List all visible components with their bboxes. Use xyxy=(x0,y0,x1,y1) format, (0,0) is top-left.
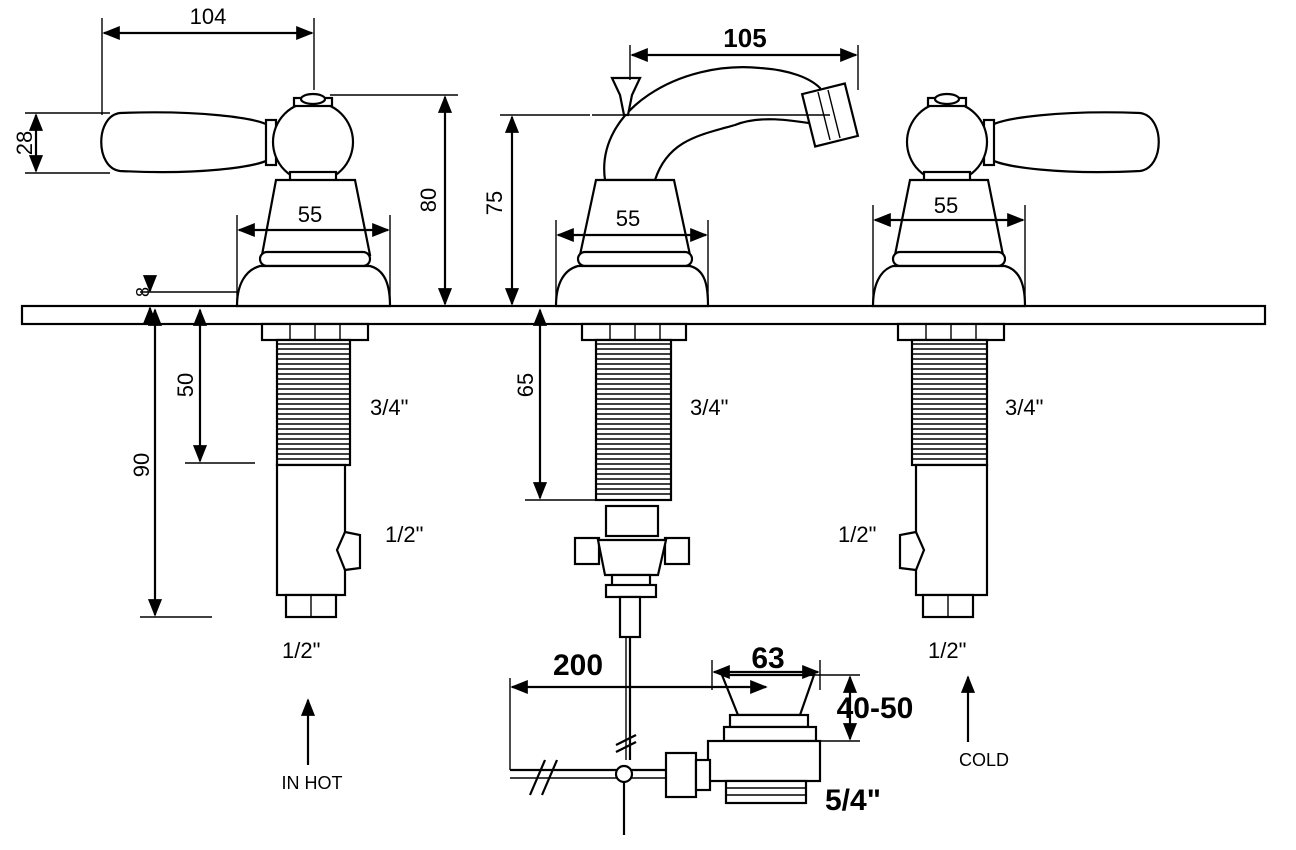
dim-waste-depth: 40-50 xyxy=(837,692,914,725)
thread-waste: 5/4" xyxy=(825,784,881,817)
dim-spout-reach: 105 xyxy=(723,23,766,53)
dim-waste-length: 200 xyxy=(553,649,603,682)
dim-base-rim: 8 xyxy=(133,287,153,297)
dim-shank-center: 65 xyxy=(513,373,538,397)
dimension-lines xyxy=(25,18,1026,770)
dim-tap-height: 80 xyxy=(416,188,441,212)
dim-base-right: 55 xyxy=(934,193,958,218)
right-lever-handle xyxy=(990,111,1160,174)
thread-shank-right: 3/4" xyxy=(1005,395,1043,420)
thread-bottom-left: 1/2" xyxy=(282,638,320,663)
thread-bottom-right: 1/2" xyxy=(928,638,966,663)
popup-waste xyxy=(510,673,822,835)
dim-waste-top: 63 xyxy=(751,642,784,675)
deck-plate xyxy=(20,304,1267,326)
dim-base-left: 55 xyxy=(298,202,322,227)
label-inlet-cold: COLD xyxy=(959,750,1009,770)
left-handle-knob xyxy=(271,100,355,184)
dim-base-center: 55 xyxy=(616,206,640,231)
left-tap xyxy=(100,92,392,308)
dim-handle-reach: 104 xyxy=(190,4,227,29)
center-spout xyxy=(554,66,860,308)
dim-shank-left: 50 xyxy=(173,373,198,397)
right-tap xyxy=(871,92,1160,308)
thread-side-left: 1/2" xyxy=(385,522,423,547)
center-shank xyxy=(573,322,691,760)
right-shank xyxy=(896,322,1006,619)
thread-side-right: 1/2" xyxy=(838,522,876,547)
left-shank xyxy=(260,322,370,619)
dim-handle-height: 28 xyxy=(12,131,37,155)
thread-shank-center: 3/4" xyxy=(690,395,728,420)
label-inlet-hot: IN HOT xyxy=(282,773,343,793)
left-lever-handle xyxy=(100,111,270,174)
spout-arc xyxy=(603,66,824,182)
dim-spout-height: 75 xyxy=(482,191,507,215)
thread-shank-left: 3/4" xyxy=(370,395,408,420)
dim-overall-below: 90 xyxy=(129,453,154,477)
